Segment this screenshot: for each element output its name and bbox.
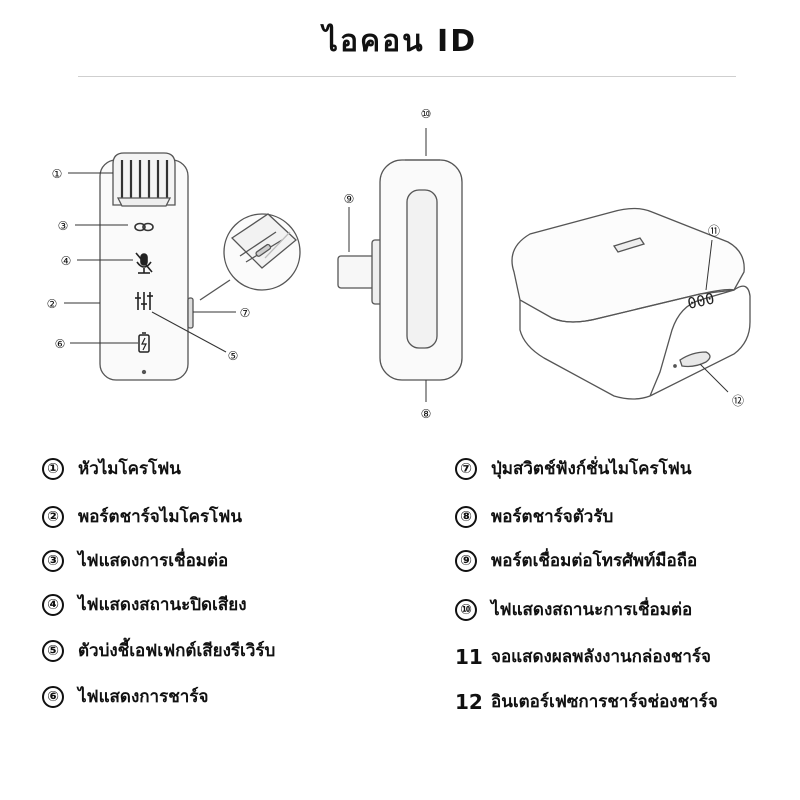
legend-label: จอแสดงผลพลังงานกล่องชาร์จ xyxy=(491,647,712,667)
legend-marker: ⑨ xyxy=(455,549,477,572)
legend-marker: ① xyxy=(42,457,64,480)
legend-marker: ⑩ xyxy=(455,598,477,621)
callout-3: ③ xyxy=(58,219,69,233)
legend-marker: ④ xyxy=(42,593,64,616)
leader-lines xyxy=(64,128,729,402)
callout-5: ⑤ xyxy=(228,349,239,363)
callout-10: ⑩ xyxy=(421,107,432,121)
legend-marker: ⑧ xyxy=(455,505,477,528)
callout-9: ⑨ xyxy=(344,192,355,206)
legend-label: ตัวบ่งชี้เอฟเฟกต์เสียงรีเวิร์บ xyxy=(78,641,276,661)
legend-label: ไฟแสดงสถานะปิดเสียง xyxy=(78,595,247,615)
legend-label: หัวไมโครโฟน xyxy=(78,459,181,479)
legend-item: ⑨ พอร์ตเชื่อมต่อโทรศัพท์มือถือ xyxy=(455,547,697,574)
callout-4: ④ xyxy=(61,254,72,268)
equalizer-icon xyxy=(135,292,153,310)
callout-7: ⑦ xyxy=(240,306,251,320)
legend-item: ① หัวไมโครโฟน xyxy=(42,455,181,482)
legend-label: ไฟแสดงการชาร์จ xyxy=(78,687,209,707)
legend-label: อินเตอร์เฟซการชาร์จช่องชาร์จ xyxy=(491,692,718,712)
legend-item: ② พอร์ตชาร์จไมโครโฟน xyxy=(42,503,242,530)
legend-label: พอร์ตชาร์จไมโครโฟน xyxy=(78,507,242,527)
legend-label: ไฟแสดงสถานะการเชื่อมต่อ xyxy=(491,600,693,620)
charging-case xyxy=(511,207,751,400)
case-power-display: 000 xyxy=(686,289,716,312)
legend-marker: ③ xyxy=(42,549,64,572)
title-divider xyxy=(78,76,736,77)
legend-item: ⑩ ไฟแสดงสถานะการเชื่อมต่อ xyxy=(455,596,692,623)
legend-marker: ② xyxy=(42,505,64,528)
receiver xyxy=(337,159,463,381)
port-detail-zoom xyxy=(199,213,301,301)
callout-6: ⑥ xyxy=(55,337,66,351)
battery-icon xyxy=(138,332,150,353)
callout-8: ⑧ xyxy=(421,407,432,421)
legend-marker: ⑤ xyxy=(42,639,64,662)
legend-item: ③ ไฟแสดงการเชื่อมต่อ xyxy=(42,547,228,574)
legend-label: ไฟแสดงการเชื่อมต่อ xyxy=(78,551,229,571)
product-diagram: 000 ① ② ③ ④ ⑤ ⑥ ⑦ ⑧ ⑨ ⑩ ⑪ ⑫ xyxy=(47,107,751,421)
callout-1: ① xyxy=(52,167,63,181)
legend-marker: 12 xyxy=(455,689,483,714)
legend-marker: 11 xyxy=(455,644,483,669)
callout-11: ⑪ xyxy=(708,224,720,238)
callout-12: ⑫ xyxy=(732,394,744,408)
legend-marker: ⑥ xyxy=(42,685,64,708)
page-title: ไอคอน ID xyxy=(322,24,478,59)
legend-label: ปุ่มสวิตช์ฟังก์ชั่นไมโครโฟน xyxy=(491,459,692,479)
mic-mute-icon xyxy=(135,252,153,274)
legend-item: ⑥ ไฟแสดงการชาร์จ xyxy=(42,683,208,710)
legend-item: ④ ไฟแสดงสถานะปิดเสียง xyxy=(42,591,247,618)
legend-item: 11 จอแสดงผลพลังงานกล่องชาร์จ xyxy=(455,643,711,670)
callout-2: ② xyxy=(47,297,58,311)
link-icon xyxy=(134,222,154,232)
legend-marker: ⑦ xyxy=(455,457,477,480)
legend-item: ⑦ ปุ่มสวิตช์ฟังก์ชั่นไมโครโฟน xyxy=(455,455,691,482)
legend-item: ⑧ พอร์ตชาร์จตัวรับ xyxy=(455,503,613,530)
legend-item: ⑤ ตัวบ่งชี้เอฟเฟกต์เสียงรีเวิร์บ xyxy=(42,637,275,664)
legend-label: พอร์ตเชื่อมต่อโทรศัพท์มือถือ xyxy=(491,551,698,571)
legend-label: พอร์ตชาร์จตัวรับ xyxy=(491,507,614,527)
legend-item: 12 อินเตอร์เฟซการชาร์จช่องชาร์จ xyxy=(455,688,718,715)
